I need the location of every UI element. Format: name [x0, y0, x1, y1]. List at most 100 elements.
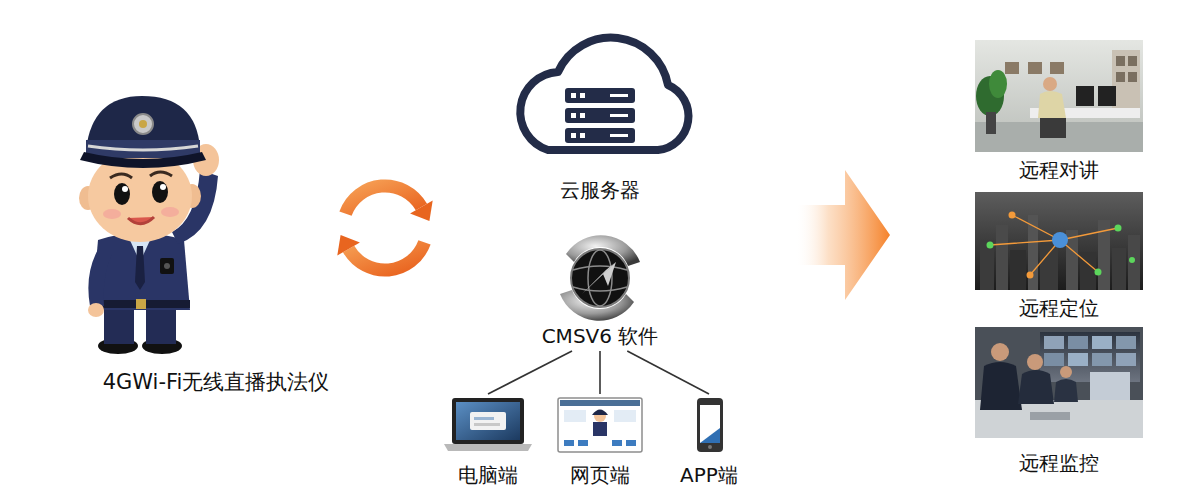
node-caption: 网页端 — [554, 394, 646, 490]
phone-icon — [697, 398, 723, 452]
node-caption: 云服务器 — [553, 175, 647, 205]
monitoring-photo-part — [975, 327, 1143, 438]
location-photo-part — [1040, 245, 1058, 290]
location-photo-part — [1009, 212, 1016, 219]
location-photo-part — [1115, 225, 1122, 232]
location-photo-part — [1052, 232, 1068, 248]
monitoring-photo-part — [1092, 353, 1112, 366]
laptop-icon-part — [474, 423, 500, 426]
caption-text: 远程监控 — [1019, 451, 1099, 475]
monitoring-photo-part — [1027, 354, 1043, 370]
webpage-icon-part — [614, 410, 636, 422]
software-logo — [560, 235, 640, 320]
software-logo-part — [573, 266, 627, 270]
caption-text: 网页端 — [570, 463, 630, 487]
intercom-photo-part — [986, 112, 996, 134]
laptop-icon — [444, 398, 532, 451]
sync-arrows-part — [337, 235, 360, 255]
connector-line — [599, 351, 601, 394]
cloud-server-icon-part — [565, 128, 635, 143]
node-caption: CMSV6 软件 — [535, 321, 666, 351]
police-figure — [79, 96, 219, 354]
caption-text: APP端 — [680, 463, 738, 487]
webpage-icon-part — [612, 440, 622, 446]
cloud-server-icon — [520, 38, 688, 150]
location-photo-part — [1112, 248, 1126, 290]
intercom-photo-part — [1112, 50, 1140, 110]
location-photo — [975, 192, 1143, 290]
police-figure-part — [133, 114, 153, 134]
location-photo-part — [975, 192, 1143, 290]
caption-text: 远程对讲 — [1019, 158, 1099, 182]
police-figure-part — [88, 246, 112, 306]
flow-arrow-part — [795, 170, 890, 300]
webpage-icon — [558, 398, 642, 452]
intercom-photo-part — [1050, 62, 1064, 74]
location-photo-part — [1027, 272, 1034, 279]
police-figure-part — [92, 233, 190, 310]
cloud-server-icon-part — [610, 94, 628, 97]
intercom-photo-part — [1038, 91, 1066, 118]
location-photo-part — [1095, 269, 1102, 276]
location-photo-part — [996, 225, 1008, 290]
location-photo-part — [990, 215, 1118, 275]
intercom-photo — [975, 40, 1143, 152]
intercom-photo-part — [975, 40, 1143, 152]
police-figure-part — [160, 184, 166, 190]
webpage-icon-part — [592, 410, 608, 416]
laptop-icon-part — [444, 444, 532, 451]
monitoring-photo-part — [1044, 336, 1064, 349]
software-logo-part — [603, 262, 616, 286]
cloud-server-icon-part — [565, 108, 635, 123]
police-figure-part — [152, 181, 168, 203]
sync-arrows-part — [346, 186, 422, 214]
intercom-photo-part — [1076, 86, 1094, 106]
software-logo-part — [571, 249, 629, 307]
location-photo-part — [987, 242, 994, 249]
cloud-server-icon-part — [571, 93, 576, 98]
monitoring-photo-part — [1060, 366, 1072, 378]
police-figure-part — [135, 246, 145, 290]
intercom-photo-part — [1116, 56, 1125, 66]
monitoring-photo — [975, 327, 1143, 438]
monitoring-photo-part — [1044, 353, 1064, 366]
intercom-photo-part — [1128, 56, 1137, 66]
police-figure-part — [110, 174, 132, 178]
webpage-icon-part — [558, 398, 642, 452]
sync-arrows — [337, 186, 432, 270]
intercom-photo-part — [1040, 118, 1066, 138]
intercom-photo-part — [1116, 72, 1125, 82]
monitoring-photo-part — [1090, 372, 1130, 400]
laptop-icon-part — [452, 398, 524, 444]
webpage-icon-part — [564, 440, 574, 446]
connector-line — [627, 351, 709, 394]
location-photo-part — [1129, 257, 1135, 263]
monitoring-photo-part — [1116, 336, 1136, 349]
phone-icon-part — [697, 398, 723, 452]
caption-text: 远程定位 — [1019, 296, 1099, 320]
police-figure-part — [161, 207, 179, 217]
location-photo-part — [1010, 250, 1026, 290]
police-figure-part — [92, 300, 190, 308]
monitoring-photo-part — [991, 343, 1009, 361]
monitoring-photo-part — [1068, 353, 1088, 366]
police-figure-part — [136, 299, 146, 309]
node-caption: 远程监控 — [1012, 448, 1106, 478]
laptop-icon-part — [456, 402, 520, 440]
monitoring-photo-part — [1092, 336, 1112, 349]
cloud-server-icon-part — [565, 88, 635, 103]
cloud-server-icon-part — [580, 93, 585, 98]
monitoring-photo-part — [1030, 412, 1070, 420]
police-figure-part — [139, 120, 147, 128]
intercom-photo-part — [1005, 62, 1019, 74]
location-photo-part — [1080, 252, 1096, 290]
phone-icon-part — [708, 445, 712, 449]
intercom-photo-part — [1043, 77, 1057, 91]
cloud-server-icon-part — [571, 113, 576, 118]
cloud-server-icon-part — [610, 134, 628, 137]
police-figure-part — [88, 303, 104, 317]
caption-text: 云服务器 — [560, 178, 640, 202]
intercom-photo-part — [1128, 72, 1137, 82]
